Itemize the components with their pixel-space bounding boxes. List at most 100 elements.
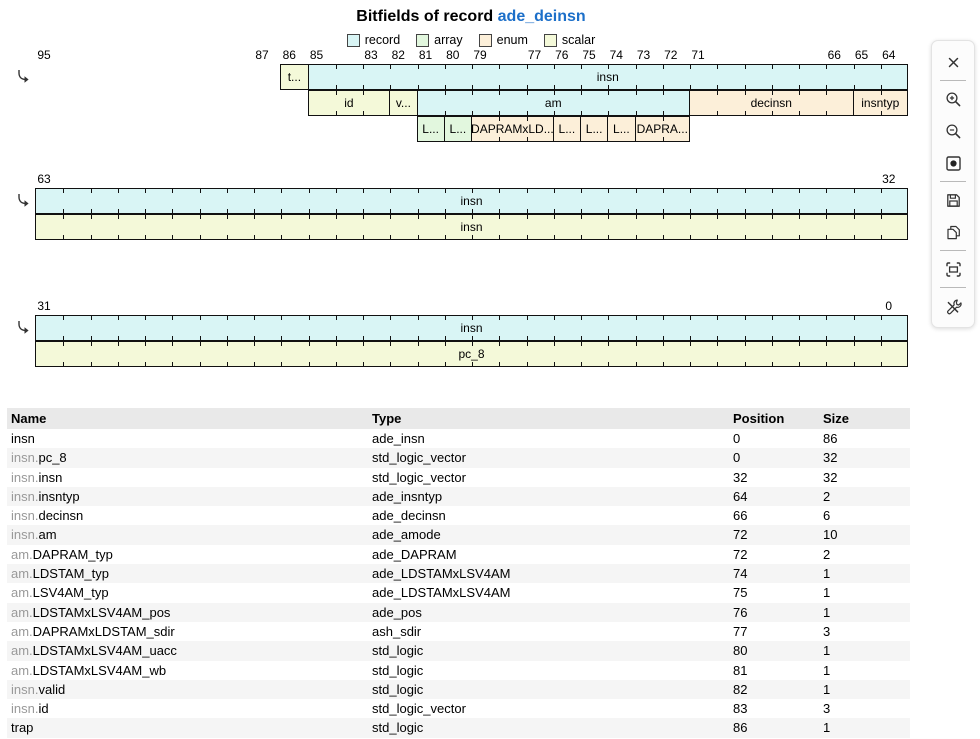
bit-tick bbox=[472, 209, 473, 213]
bit-tick bbox=[553, 316, 555, 320]
column-header-name: Name bbox=[11, 411, 47, 426]
tools-button[interactable] bbox=[935, 290, 971, 322]
bit-tick bbox=[526, 316, 528, 320]
field-size-cell: 2 bbox=[823, 488, 831, 504]
bitfield-cell-label: L... bbox=[558, 122, 576, 136]
bit-tick bbox=[363, 336, 364, 340]
field-name: LDSTAMxLSV4AM_pos bbox=[32, 604, 171, 620]
field-name-prefix: am. bbox=[11, 566, 33, 582]
bit-tick bbox=[880, 111, 882, 115]
bit-tick bbox=[335, 209, 337, 213]
field-position-cell: 32 bbox=[733, 469, 748, 485]
field-type-cell: std_logic_vector bbox=[372, 450, 466, 466]
bitfield-row: insn bbox=[35, 188, 909, 214]
bit-tick bbox=[117, 362, 119, 366]
bit-index-label: 81 bbox=[418, 48, 433, 62]
bit-tick bbox=[417, 215, 419, 219]
bitfield-cell-LDSTAM_typ[interactable]: L... bbox=[607, 116, 636, 142]
record-name-link[interactable]: ade_deinsn bbox=[497, 8, 586, 25]
bitfield-cell-pc_8[interactable]: pc_8 bbox=[35, 341, 908, 367]
bitfield-cell-insn[interactable]: insn bbox=[35, 315, 908, 341]
bitfield-cell-insn[interactable]: insn bbox=[35, 188, 908, 214]
focus-dot-button[interactable] bbox=[935, 147, 971, 179]
bit-tick bbox=[635, 189, 637, 193]
field-name: insntyp bbox=[38, 488, 80, 504]
bit-tick bbox=[308, 235, 310, 239]
field-name: LDSTAMxLSV4AM_uacc bbox=[32, 643, 177, 659]
bitfield-cell-LDSTAMxLSV4AM_wb[interactable]: L... bbox=[416, 116, 445, 142]
bit-tick bbox=[853, 209, 855, 213]
bit-tick bbox=[853, 85, 855, 89]
bitfield-cell-id[interactable]: id bbox=[307, 90, 391, 116]
bit-tick bbox=[444, 85, 446, 89]
close-button[interactable] bbox=[935, 46, 971, 78]
bit-tick bbox=[90, 215, 92, 219]
bitfield-cell-trap[interactable]: t... bbox=[280, 64, 309, 90]
bit-tick bbox=[581, 215, 582, 219]
bit-tick bbox=[581, 336, 582, 340]
wrap-arrow-icon bbox=[15, 69, 30, 84]
bitfield-cell-insntyp[interactable]: insntyp bbox=[852, 90, 908, 116]
bit-tick bbox=[145, 336, 146, 340]
bit-tick bbox=[608, 209, 610, 213]
bit-tick bbox=[199, 209, 201, 213]
bit-tick bbox=[390, 65, 392, 69]
field-name: id bbox=[38, 701, 49, 717]
bit-tick bbox=[799, 362, 800, 366]
bit-tick bbox=[472, 316, 473, 320]
fit-frame-button[interactable] bbox=[935, 253, 971, 285]
copy-button[interactable] bbox=[935, 216, 971, 248]
bitfield-row: pc_8 bbox=[35, 341, 909, 367]
bitfield-cell-LDSTAMxLSV4AM_pos[interactable]: L... bbox=[552, 116, 581, 142]
bit-tick bbox=[226, 316, 228, 320]
bit-tick bbox=[608, 336, 610, 340]
field-name-prefix: insn. bbox=[11, 450, 39, 466]
bit-tick bbox=[717, 189, 719, 193]
bit-tick bbox=[90, 336, 92, 340]
column-header-type: Type bbox=[372, 411, 402, 426]
bit-tick bbox=[526, 209, 528, 213]
column-header-size: Size bbox=[823, 411, 850, 426]
fields-table-header: Name Type Position Size bbox=[7, 408, 910, 429]
bitfield-cell-LDSTAMxLSV4AM_uacc[interactable]: L... bbox=[443, 116, 472, 142]
bitfield-cell-insn_insn[interactable]: insn bbox=[35, 214, 908, 240]
bit-tick bbox=[444, 215, 446, 219]
bit-tick bbox=[581, 342, 582, 346]
bitfield-cell-insn[interactable]: insn bbox=[307, 64, 908, 90]
bit-tick bbox=[799, 209, 800, 213]
bitfield-cell-DAPRAMxLDSTAM_sdir[interactable]: DAPRAMxLD... bbox=[471, 116, 554, 142]
bitfield-cell-DAPRAM_typ[interactable]: DAPRA... bbox=[634, 116, 690, 142]
bit-tick bbox=[117, 209, 119, 213]
bit-tick bbox=[853, 215, 855, 219]
bit-tick bbox=[335, 362, 337, 366]
bit-tick bbox=[553, 215, 555, 219]
zoom-out-button[interactable] bbox=[935, 115, 971, 147]
bit-tick bbox=[172, 342, 174, 346]
bit-tick bbox=[335, 316, 337, 320]
bitfield-cell-LSV4AM_typ[interactable]: L... bbox=[580, 116, 609, 142]
save-button[interactable] bbox=[935, 184, 971, 216]
bit-tick bbox=[254, 362, 255, 366]
column-header-position: Position bbox=[733, 411, 785, 426]
bit-tick bbox=[390, 189, 392, 193]
bit-tick bbox=[662, 362, 664, 366]
field-name: decinsn bbox=[38, 508, 84, 524]
bit-tick bbox=[771, 362, 773, 366]
bit-tick bbox=[581, 209, 582, 213]
bitfield-cell-decinsn[interactable]: decinsn bbox=[689, 90, 854, 116]
bit-tick bbox=[608, 111, 610, 115]
bit-tick bbox=[526, 342, 528, 346]
field-name-cell: insn.decinsn bbox=[7, 506, 372, 525]
bit-tick bbox=[826, 111, 828, 115]
bit-tick bbox=[199, 336, 201, 340]
bitfield-cell-valid[interactable]: v... bbox=[389, 90, 418, 116]
bitfield-cell-am[interactable]: am bbox=[416, 90, 690, 116]
bit-tick bbox=[444, 316, 446, 320]
bit-tick bbox=[199, 316, 201, 320]
legend-item-array: array bbox=[416, 33, 463, 47]
zoom-in-button[interactable] bbox=[935, 83, 971, 115]
bit-tick bbox=[853, 189, 855, 193]
bit-tick bbox=[117, 215, 119, 219]
